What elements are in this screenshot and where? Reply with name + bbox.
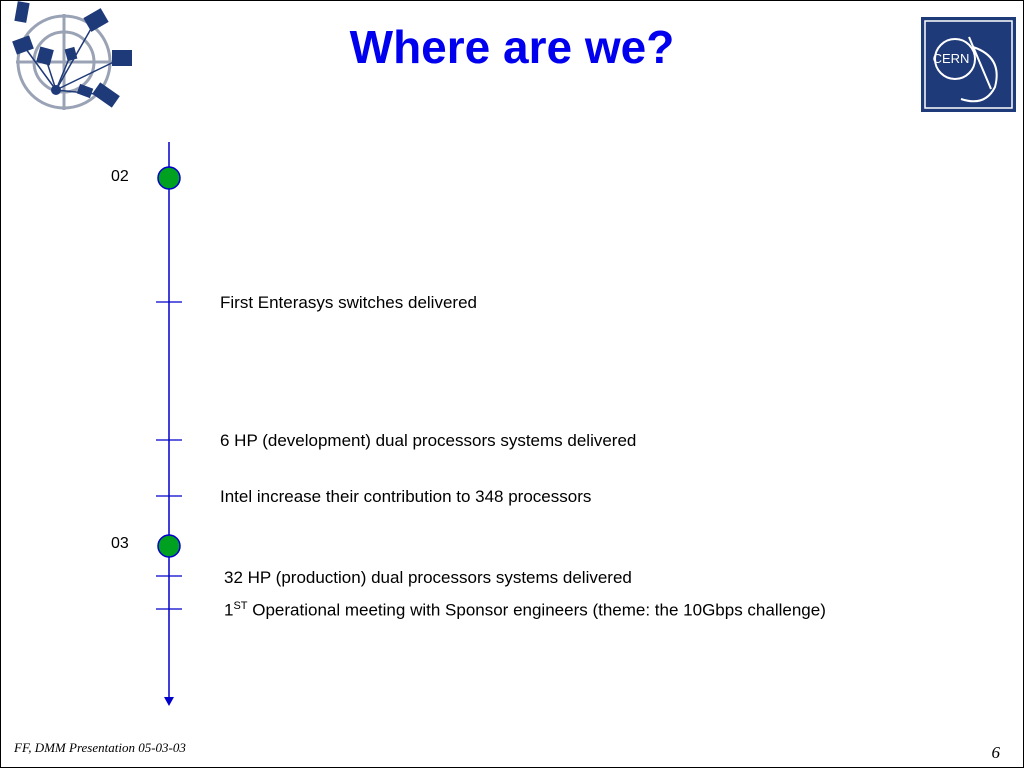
footer-text: FF, DMM Presentation 05-03-03 <box>14 740 186 755</box>
event-text: 32 HP (production) dual processors syste… <box>224 568 632 587</box>
page-number: 6 <box>991 743 1001 762</box>
timeline-arrow-head <box>164 697 174 706</box>
cern-logo: CERN <box>921 17 1016 112</box>
event-text: Intel increase their contribution to 348… <box>220 487 592 506</box>
collaboration-logo <box>12 1 132 110</box>
cern-logo-text: CERN <box>933 51 970 66</box>
slide-title: Where are we? <box>349 21 675 73</box>
year-label: 03 <box>111 535 129 552</box>
event-text-meeting: 1ST Operational meeting with Sponsor eng… <box>224 600 826 621</box>
event-superscript: ST <box>233 600 248 612</box>
year-label: 02 <box>111 168 129 185</box>
event-text: Operational meeting with Sponsor enginee… <box>247 600 826 620</box>
event-text: 6 HP (development) dual processors syste… <box>220 431 637 450</box>
year-marker <box>157 534 181 558</box>
event-text: First Enterasys switches delivered <box>220 293 477 312</box>
year-marker <box>157 166 181 190</box>
event-prefix: 1 <box>224 600 234 620</box>
